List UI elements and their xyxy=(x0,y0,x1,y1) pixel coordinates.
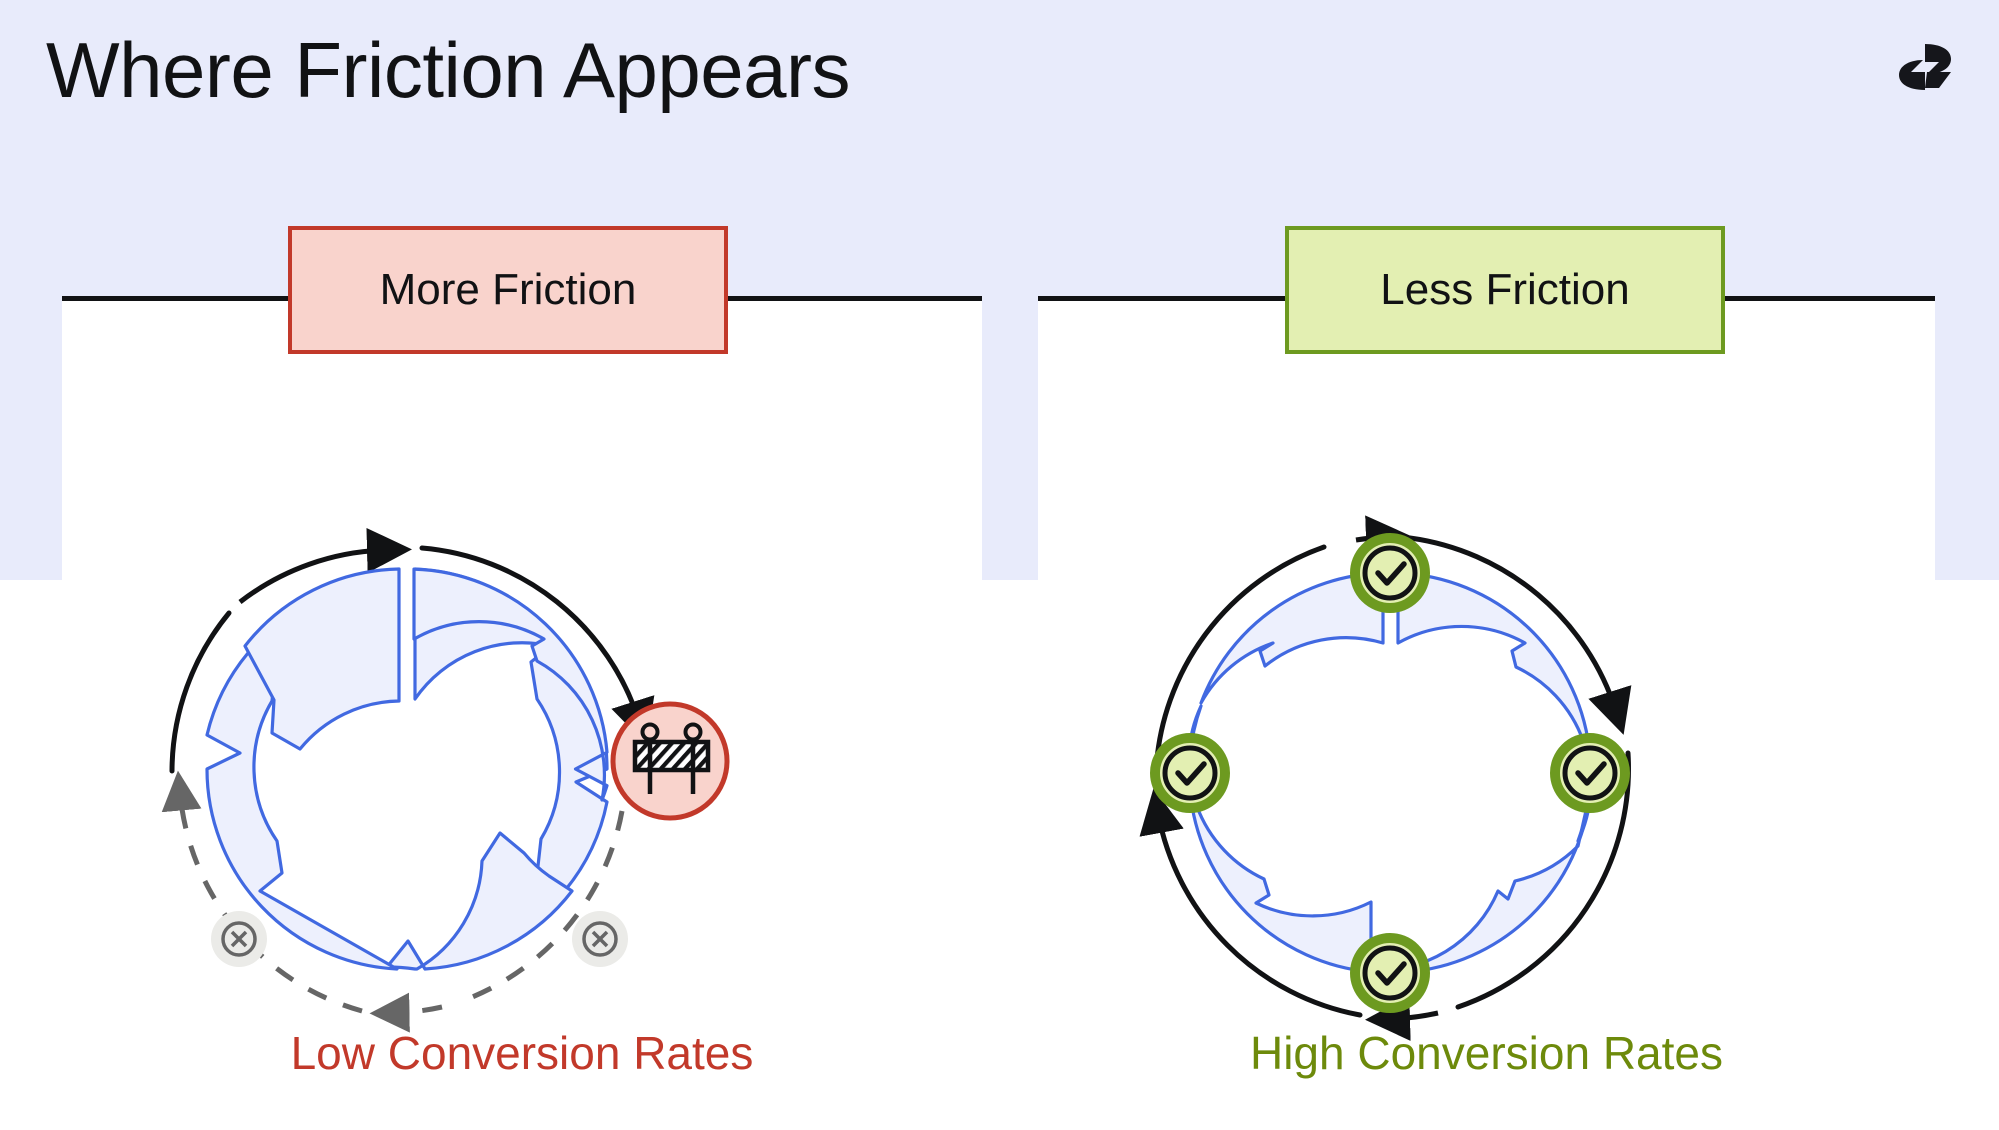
cycle-ring xyxy=(412,567,609,802)
outer-flow-arrow-solid xyxy=(1139,515,1632,1041)
check-circle-badge-right xyxy=(1550,733,1630,813)
check-circle-badge-bottom xyxy=(1350,933,1430,1013)
cycle-segment-top-left xyxy=(1199,571,1385,705)
chip-more-friction-label: More Friction xyxy=(379,265,637,314)
caption-high-conversion: High Conversion Rates xyxy=(1249,1027,1723,1079)
panel-more-friction xyxy=(62,296,982,1125)
cycle-segment-group xyxy=(1187,571,1593,974)
cycle-segment-4 xyxy=(243,567,401,751)
check-circle-badge-top xyxy=(1350,533,1430,613)
chip-less-friction[interactable]: Less Friction xyxy=(1285,226,1725,354)
chip-more-friction[interactable]: More Friction xyxy=(288,226,728,354)
double-chevron-logo xyxy=(1895,38,1957,96)
panel-less-friction xyxy=(1038,296,1935,1125)
x-circle-badge-right xyxy=(572,911,628,967)
roadblock-barrier-badge xyxy=(610,701,730,821)
cycle-segment-2 xyxy=(385,831,574,971)
cycle-segment-3 xyxy=(205,651,399,971)
caption-low-conversion: Low Conversion Rates xyxy=(290,1027,754,1079)
page-title: Where Friction Appears xyxy=(46,26,851,114)
cycle-segment-bottom-left xyxy=(1187,704,1373,974)
more-friction-cycle-diagram xyxy=(161,527,730,1033)
check-circle-badge-left xyxy=(1150,733,1230,813)
roadblock-barrier-icon xyxy=(632,722,711,794)
cycle-arrow-segment-top-right xyxy=(412,567,609,802)
outer-flow-arrow-solid xyxy=(169,527,655,774)
chip-less-friction-label: Less Friction xyxy=(1380,265,1630,314)
x-circle-badge-left xyxy=(211,911,267,967)
return-flow-arrow-dashed xyxy=(161,770,625,1033)
less-friction-cycle-diagram xyxy=(1139,515,1632,1041)
